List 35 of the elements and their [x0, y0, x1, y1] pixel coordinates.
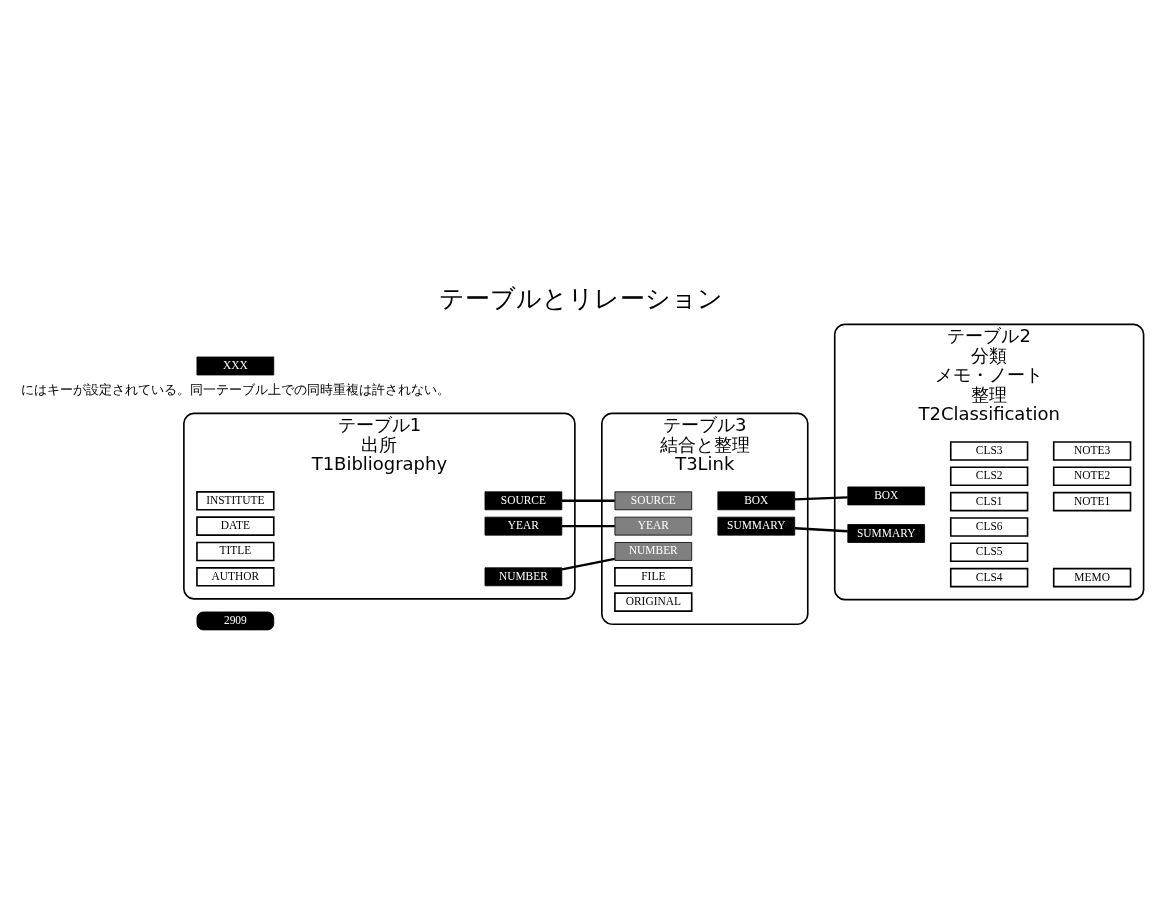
node-box: CLS4	[949, 567, 1029, 588]
node-box: INSTITUTE	[196, 491, 275, 511]
node-box: CLS5	[949, 542, 1029, 563]
node-box: NOTE2	[1052, 466, 1132, 487]
node-box: YEAR	[484, 516, 563, 536]
node-box: NOTE1	[1052, 491, 1132, 512]
connector	[562, 524, 615, 528]
connector	[561, 557, 615, 571]
node-box: YEAR	[614, 516, 693, 536]
node-box: DATE	[196, 516, 275, 536]
node-box: XXX	[196, 356, 275, 376]
node-box: CLS3	[949, 441, 1029, 461]
connector	[794, 527, 848, 533]
connector	[562, 499, 615, 503]
node-box: SUMMARY	[847, 524, 925, 543]
diagram-title: テーブルとリレーション	[439, 284, 723, 314]
node-box: CLS2	[949, 466, 1029, 487]
node-box: FILE	[614, 567, 693, 587]
node-box: 2909	[196, 611, 275, 631]
node-box: BOX	[847, 486, 925, 506]
node-box: NOTE3	[1052, 441, 1132, 461]
node-box: CLS1	[949, 491, 1029, 512]
node-box: AUTHOR	[196, 567, 275, 587]
node-box: TITLE	[196, 541, 275, 562]
node-box: SOURCE	[614, 491, 693, 511]
node-box: CLS6	[949, 517, 1029, 537]
label: にはキーが設定されている。同一テーブル上での同時重複は許されない。	[20, 382, 450, 398]
node-box: MEMO	[1052, 567, 1132, 588]
node-box: SOURCE	[484, 491, 563, 511]
connector	[794, 496, 848, 501]
node-box: NUMBER	[484, 567, 563, 587]
node-box: BOX	[717, 491, 796, 511]
node-box: SUMMARY	[717, 516, 796, 536]
node-box: NUMBER	[614, 542, 693, 561]
node-box: ORIGINAL	[614, 592, 693, 612]
